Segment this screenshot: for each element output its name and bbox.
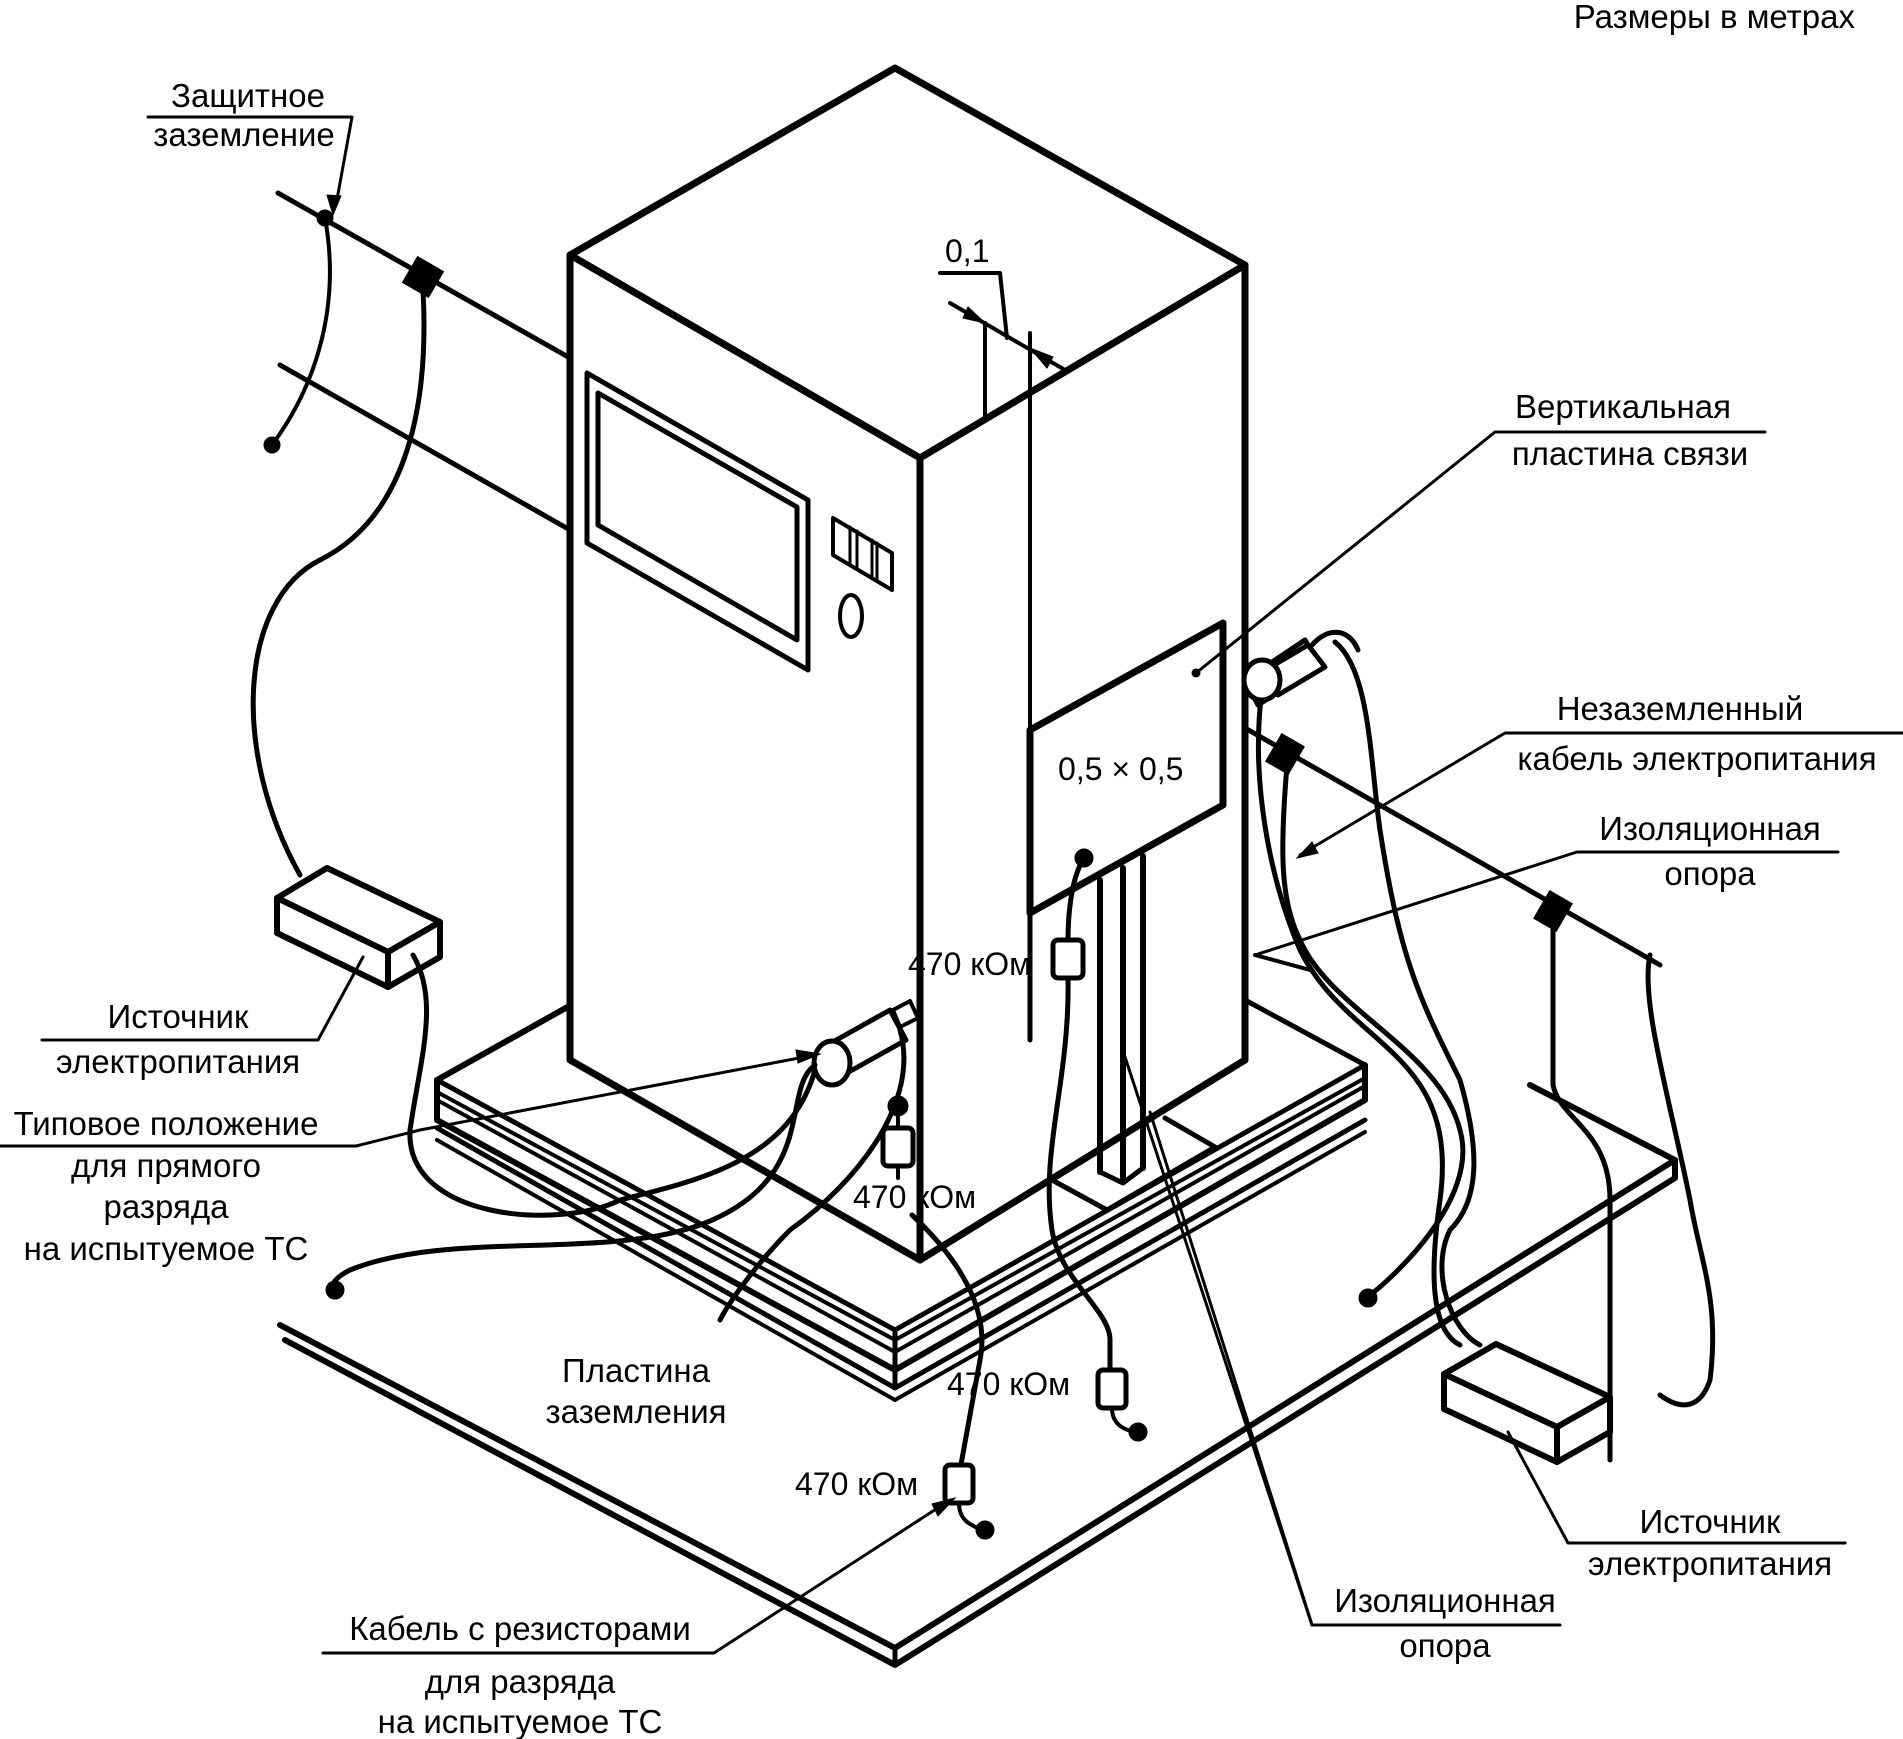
svg-text:Изоляционная: Изоляционная xyxy=(1599,810,1821,847)
label-vertical-coupling-plane: Вертикальная пластина связи xyxy=(1512,388,1748,472)
svg-text:опора: опора xyxy=(1664,855,1756,892)
svg-text:Защитное: Защитное xyxy=(171,77,325,114)
svg-text:Кабель с резисторами: Кабель с резисторами xyxy=(349,1610,691,1647)
label-power-source-right: Источник электропитания xyxy=(1588,1503,1832,1582)
gap-dimension-label: 0,1 xyxy=(945,233,989,269)
esd-gun-front xyxy=(325,999,920,1323)
label-ground-plane: Пластина заземления xyxy=(545,1352,726,1430)
svg-text:кабель электропитания: кабель электропитания xyxy=(1517,740,1876,777)
ground-plane xyxy=(277,1082,1678,1668)
svg-text:опора: опора xyxy=(1399,1627,1491,1664)
label-protective-ground: Защитное заземление xyxy=(153,77,335,153)
svg-text:Типовое положение: Типовое положение xyxy=(14,1105,319,1142)
svg-text:заземление: заземление xyxy=(153,116,335,153)
svg-text:электропитания: электропитания xyxy=(56,1043,300,1080)
label-insulating-support-right: Изоляционная опора xyxy=(1599,810,1821,892)
svg-text:Незаземленный: Незаземленный xyxy=(1557,690,1804,727)
svg-text:Источник: Источник xyxy=(108,998,249,1035)
eut-cabinet xyxy=(566,64,1249,1264)
vcp-size-label: 0,5 × 0,5 xyxy=(1058,751,1183,787)
resistor-label-2: 470 кОм xyxy=(853,1179,976,1215)
power-source-right xyxy=(1441,1341,1613,1465)
esd-gun-right xyxy=(1241,629,1361,972)
protective-ground-cables xyxy=(250,190,573,878)
svg-text:Вертикальная: Вертикальная xyxy=(1515,388,1731,425)
svg-text:Пластина: Пластина xyxy=(562,1352,711,1389)
insulating-table xyxy=(434,997,1368,1402)
vertical-coupling-plane: 0,5 × 0,5 xyxy=(1026,619,1227,1213)
svg-text:пластина связи: пластина связи xyxy=(1512,435,1748,472)
svg-text:Источник: Источник xyxy=(1640,1503,1781,1540)
label-ungrounded-power-cable: Незаземленный кабель электропитания xyxy=(1517,690,1876,777)
resistor-label-3: 470 кОм xyxy=(947,1366,1070,1402)
resistor-cables xyxy=(880,855,1148,1540)
power-cables-right xyxy=(1242,639,1716,1463)
svg-text:на испытуемое ТС: на испытуемое ТС xyxy=(24,1230,309,1267)
label-insulating-support-bottom: Изоляционная опора xyxy=(1334,1582,1556,1664)
units-note: Размеры в метрах xyxy=(1574,0,1856,35)
svg-text:для разряда: для разряда xyxy=(425,1663,616,1700)
label-resistor-cable: Кабель с резисторами для разряда на испы… xyxy=(349,1610,691,1739)
resistor-label-1: 470 кОм xyxy=(908,946,1031,982)
label-power-source-left: Источник электропитания xyxy=(56,998,300,1080)
resistor-label-4: 470 кОм xyxy=(795,1466,918,1502)
svg-text:разряда: разряда xyxy=(104,1188,230,1225)
svg-text:Изоляционная: Изоляционная xyxy=(1334,1582,1556,1619)
label-direct-discharge-position: Типовое положение для прямого разряда на… xyxy=(14,1105,319,1267)
svg-text:заземления: заземления xyxy=(545,1393,726,1430)
svg-text:электропитания: электропитания xyxy=(1588,1545,1832,1582)
svg-text:для прямого: для прямого xyxy=(71,1147,261,1184)
svg-text:на испытуемое ТС: на испытуемое ТС xyxy=(378,1703,663,1739)
leader-lines xyxy=(0,115,1903,1655)
